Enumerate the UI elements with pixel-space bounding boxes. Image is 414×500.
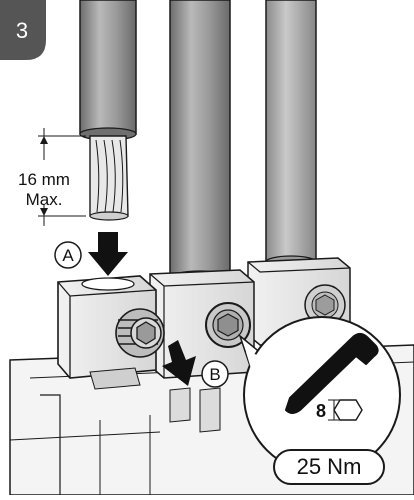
zoom-callout: 8 25 Nm	[238, 316, 401, 485]
terminal-lug-left	[57, 275, 165, 390]
terminal-lug-middle	[149, 269, 255, 379]
callout-a-label: A	[62, 246, 74, 265]
cable-right	[265, 0, 317, 269]
cable-left	[79, 0, 137, 141]
step-number: 3	[16, 18, 28, 43]
dimension-lines	[38, 128, 86, 226]
terminal-lug-right	[247, 257, 351, 346]
hex-key-icon	[285, 333, 379, 414]
stripped-conductor	[89, 135, 129, 221]
dimension-qualifier: Max.	[26, 190, 63, 209]
tool-size: 8	[316, 401, 326, 421]
callout-b-badge: B	[201, 360, 229, 388]
dimension-value: 16 mm	[18, 170, 70, 189]
callout-b-label: B	[209, 365, 220, 384]
cable-middle	[169, 0, 231, 286]
torque-value: 25 Nm	[297, 454, 362, 479]
torque-pill	[273, 449, 385, 485]
callout-a-badge: A	[54, 241, 82, 269]
step-badge: 3	[0, 0, 46, 60]
arrow-icon	[162, 340, 196, 386]
set-screw-left	[115, 308, 165, 358]
hex-socket-icon	[328, 399, 363, 421]
arrow-icon	[88, 232, 128, 276]
